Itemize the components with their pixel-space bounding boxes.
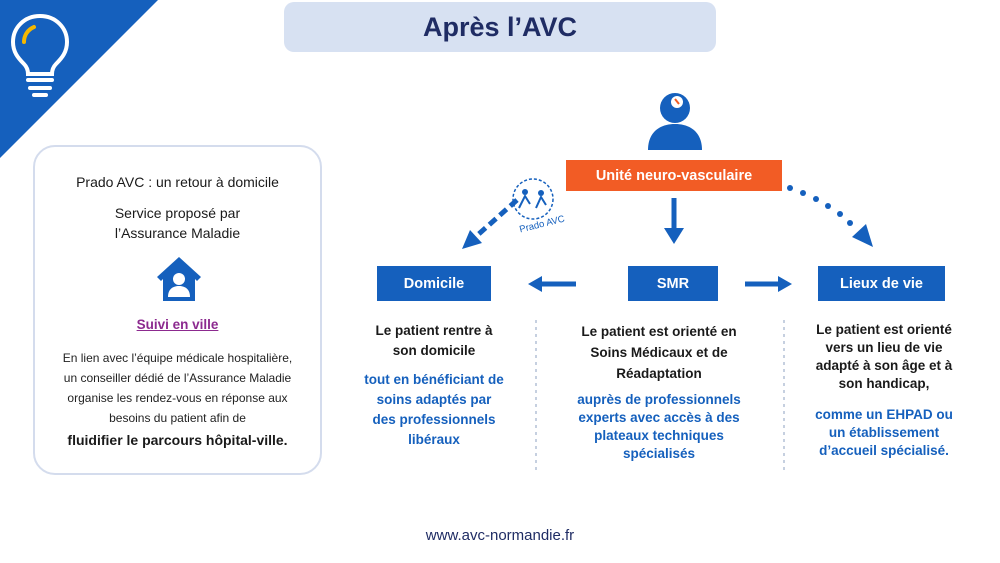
- desc-line: comme un EHPAD ou: [815, 407, 953, 422]
- body-line: un conseiller dédié de l’Assurance Malad…: [63, 371, 292, 385]
- arrow-to-lieux: [787, 185, 873, 247]
- desc-line: des professionnels: [372, 412, 496, 427]
- page-title: Après l’AVC: [422, 11, 578, 42]
- unv-node: Unité neuro-vasculaire: [566, 160, 782, 191]
- desc-line: libéraux: [408, 432, 460, 447]
- footer-url[interactable]: www.avc-normandie.fr: [425, 527, 575, 544]
- desc-line: plateaux techniques: [594, 428, 724, 443]
- body-line: besoins du patient afin de: [109, 411, 246, 425]
- desc-line: d’accueil spécialisé.: [819, 443, 949, 458]
- smr-node: SMR: [628, 266, 718, 301]
- domicile-node: Domicile: [377, 266, 491, 301]
- prado-heading: Prado AVC : un retour à domicile: [76, 174, 279, 190]
- desc-line: adapté à son âge et à: [815, 358, 953, 373]
- desc-line: Réadaptation: [616, 366, 702, 381]
- desc-line: Le patient rentre à: [375, 323, 493, 338]
- body-line: organise les rendez-vous en réponse aux: [67, 391, 288, 405]
- desc-line: auprès de professionnels: [577, 392, 741, 407]
- prado-body: En lien avec l’équipe médicale hospitali…: [35, 348, 320, 428]
- service-line-2: l’Assurance Maladie: [114, 225, 241, 241]
- house-person-icon: [157, 257, 201, 301]
- lieux-description: Le patient est orienté vers un lieu de v…: [790, 321, 978, 460]
- service-line-1: Service proposé par: [114, 205, 241, 221]
- desc-line: soins adaptés par: [376, 392, 492, 407]
- desc-line: experts avec accès à des: [578, 410, 740, 425]
- smr-description: Le patient est orienté en Soins Médicaux…: [548, 321, 770, 463]
- corner-banner: [0, 0, 158, 158]
- arrow-to-smr: [664, 198, 684, 244]
- desc-line: Le patient est orienté en: [581, 324, 737, 339]
- title-banner: Après l’AVC: [284, 2, 716, 52]
- prado-emphasis: fluidifier le parcours hôpital-ville.: [67, 432, 288, 448]
- desc-line: Le patient est orienté: [816, 322, 952, 337]
- desc-line: son domicile: [392, 343, 476, 358]
- lieux-node: Lieux de vie: [818, 266, 945, 301]
- lightbulb-icon: [10, 13, 70, 97]
- desc-line: son handicap,: [838, 376, 930, 391]
- arrow-to-domicile: [462, 198, 519, 249]
- desc-line: tout en bénéficiant de: [364, 372, 504, 387]
- desc-line: spécialisés: [622, 446, 696, 461]
- service-text: Service proposé par l’Assurance Maladie: [35, 203, 320, 243]
- prado-logo-icon: [512, 178, 554, 220]
- body-line: En lien avec l’équipe médicale hospitali…: [62, 351, 293, 365]
- arrow-smr-domicile: [528, 276, 576, 292]
- prado-card: Prado AVC : un retour à domicile Service…: [33, 145, 322, 475]
- patient-bust-icon: [648, 93, 702, 150]
- arrow-smr-lieux: [745, 276, 792, 292]
- suivi-link[interactable]: Suivi en ville: [136, 317, 219, 332]
- desc-line: vers un lieu de vie: [825, 340, 943, 355]
- domicile-description: Le patient rentre à son domicile tout en…: [340, 321, 528, 450]
- desc-line: Soins Médicaux et de: [590, 345, 728, 360]
- desc-line: un établissement: [828, 425, 940, 440]
